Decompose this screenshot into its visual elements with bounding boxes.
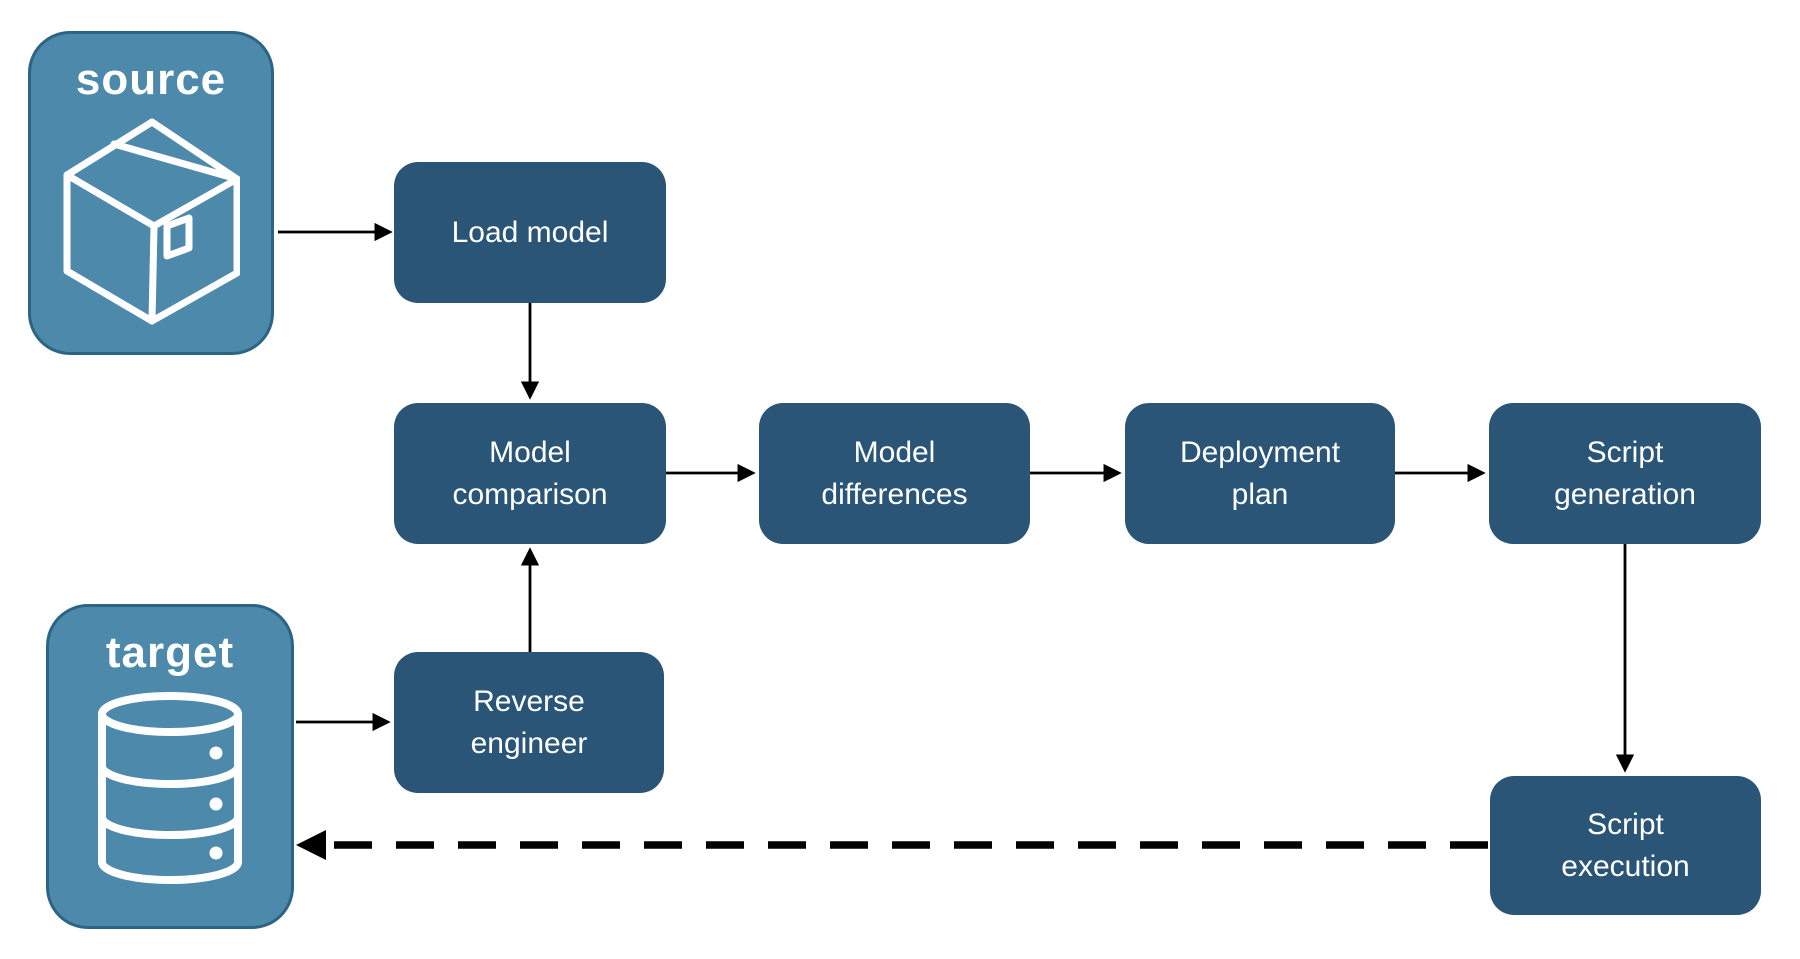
- node-model-differences: Model differences: [759, 403, 1030, 544]
- node-model-comparison: Model comparison: [394, 403, 666, 544]
- node-reverse-engineer-label: Reverse engineer: [470, 684, 588, 760]
- source-container: source: [28, 31, 274, 355]
- node-model-differences-label: Model differences: [821, 435, 968, 511]
- target-label: target: [105, 628, 235, 677]
- database-icon: [98, 692, 242, 885]
- dashed-arrowhead: [296, 830, 326, 860]
- node-script-generation-label: Script generation: [1554, 435, 1696, 511]
- node-script-generation: Script generation: [1489, 403, 1761, 544]
- node-deployment-plan: Deployment plan: [1125, 403, 1395, 544]
- target-container: target: [46, 604, 294, 929]
- source-label: source: [75, 55, 227, 104]
- node-script-execution: Script execution: [1490, 776, 1761, 915]
- package-icon: [63, 118, 240, 325]
- node-model-comparison-label: Model comparison: [452, 435, 608, 511]
- node-deployment-plan-label: Deployment plan: [1179, 435, 1341, 511]
- node-load-model: Load model: [394, 162, 666, 303]
- node-reverse-engineer: Reverse engineer: [394, 652, 664, 793]
- node-load-model-label: Load model: [451, 215, 609, 249]
- node-script-execution-label: Script execution: [1561, 807, 1690, 883]
